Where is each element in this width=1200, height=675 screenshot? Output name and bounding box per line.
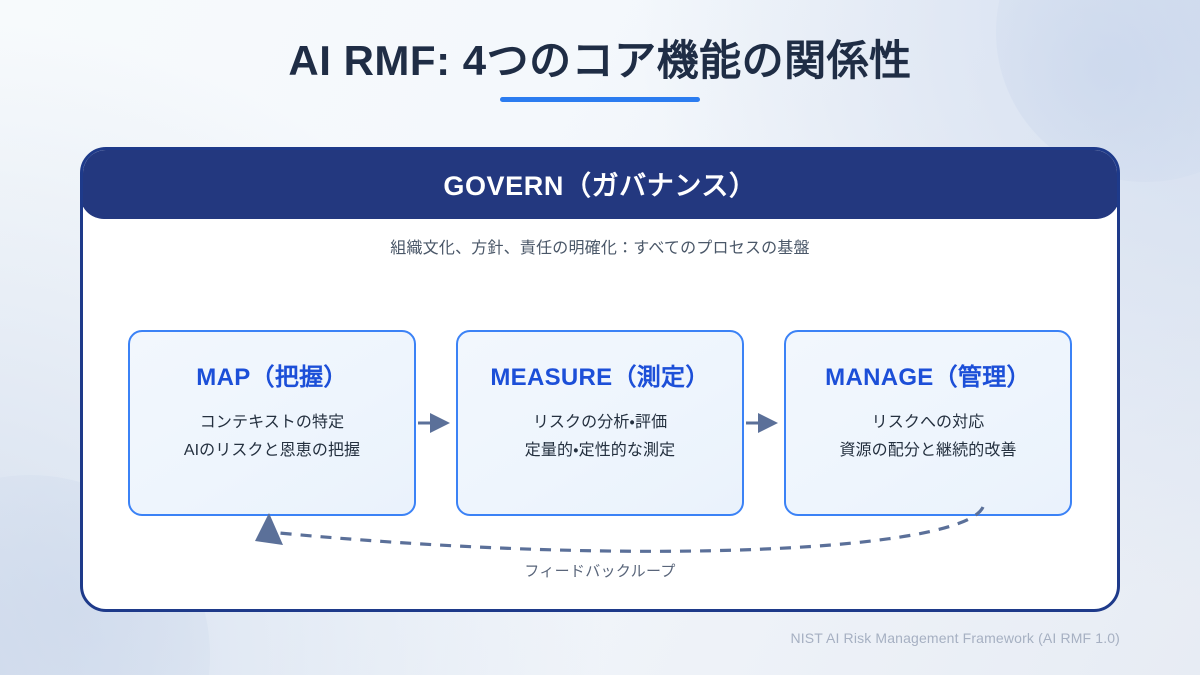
card-line: 定量的・定性的な測定 — [524, 441, 676, 459]
card-title-manage: MANAGE（管理） — [825, 364, 1031, 391]
card-line: AIのリスクと恩恵の把握 — [183, 441, 361, 459]
card-line: リスクへの対応 — [871, 414, 985, 431]
arrow-right-icon — [746, 413, 778, 433]
govern-title: GOVERN（ガバナンス） — [443, 170, 757, 201]
arrow-right-icon — [418, 413, 450, 433]
core-function-card-manage[interactable]: MANAGE（管理） リスクへの対応 資源の配分と継続的改善 — [784, 330, 1072, 516]
page-title: AI RMF: 4つのコア機能の関係性 — [288, 37, 912, 84]
card-line: 資源の配分と継続的改善 — [839, 441, 1017, 459]
core-functions-row: MAP（把握） コンテキストの特定 AIのリスクと恩恵の把握 MEASURE（測… — [128, 330, 1072, 516]
feedback-loop-label: フィードバックループ — [524, 563, 676, 580]
core-function-card-measure[interactable]: MEASURE（測定） リスクの分析・評価 定量的・定性的な測定 — [456, 330, 744, 516]
card-title-map: MAP（把握） — [196, 364, 348, 391]
feedback-loop-arrow — [255, 506, 985, 553]
card-line: リスクの分析・評価 — [532, 414, 668, 431]
core-function-card-map[interactable]: MAP（把握） コンテキストの特定 AIのリスクと恩恵の把握 — [128, 330, 416, 516]
source-footnote: NIST AI Risk Management Framework (AI RM… — [790, 630, 1120, 646]
title-accent-bar — [500, 96, 700, 102]
title-block: AI RMF: 4つのコア機能の関係性 — [0, 36, 1200, 102]
card-line: コンテキストの特定 — [199, 414, 345, 431]
framework-container: GOVERN（ガバナンス） 組織文化、方針、責任の明確化：すべてのプロセスの基盤… — [80, 147, 1120, 612]
govern-band: GOVERN（ガバナンス） — [83, 150, 1117, 219]
govern-subtitle: 組織文化、方針、責任の明確化：すべてのプロセスの基盤 — [390, 240, 810, 257]
card-title-measure: MEASURE（測定） — [490, 364, 710, 391]
